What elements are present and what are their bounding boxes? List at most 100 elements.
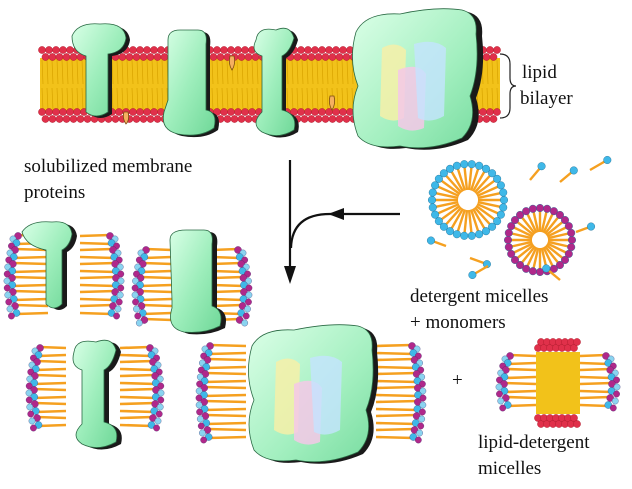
lipid-head	[41, 53, 50, 61]
detergent-head	[452, 230, 461, 239]
lipid-detergent-micelle	[495, 338, 621, 428]
lipid-head	[143, 108, 151, 116]
complex-a-left-belt	[3, 232, 49, 320]
label-solubilized: solubilized membrane	[24, 156, 193, 177]
detergent-head	[467, 160, 476, 169]
lipid-head	[335, 115, 344, 123]
lipid-head	[300, 115, 309, 123]
detergent-head	[510, 255, 519, 264]
detergent-head	[446, 227, 455, 236]
detergent-head	[567, 243, 576, 252]
detergent-head	[522, 264, 531, 273]
lipid-head	[342, 115, 351, 123]
lipid-head	[146, 115, 155, 123]
lipid-head	[45, 108, 53, 116]
lipid-head	[311, 108, 319, 116]
lipid-head	[62, 53, 71, 61]
lipid-head	[318, 108, 326, 116]
detergent-head	[439, 222, 448, 231]
detergent-head	[568, 235, 577, 244]
detergent-head	[496, 210, 505, 219]
lipid-head	[213, 46, 221, 54]
lipid-head	[220, 46, 228, 54]
detergent-monomer	[426, 236, 447, 248]
lipid-head	[332, 46, 340, 54]
detergent-head	[567, 228, 576, 237]
lipid-head	[482, 53, 491, 61]
lipid-head	[66, 46, 74, 54]
bound-lipid-2	[228, 55, 236, 71]
lipid-head	[339, 108, 347, 116]
complex-a-right-belt	[79, 232, 125, 320]
detergent-head	[428, 195, 437, 204]
lipid-head	[237, 115, 246, 123]
detergent-head	[460, 231, 469, 240]
membrane-proteins	[71, 8, 484, 150]
lipid-head	[297, 108, 305, 116]
lipid-head	[139, 53, 148, 61]
mixed-micelle-right-belt	[579, 352, 621, 412]
complex-b-left-belt	[131, 246, 173, 327]
detergent-head	[500, 195, 509, 204]
lipid-head	[227, 46, 235, 54]
lipid-head	[304, 108, 312, 116]
plus-sign: +	[452, 370, 463, 391]
lipid-head	[52, 46, 60, 54]
lipid-head	[482, 115, 491, 123]
lipid-head	[486, 108, 494, 116]
detergent-head	[507, 222, 516, 231]
detergent-monomer	[468, 264, 489, 280]
lipid-head	[489, 53, 498, 61]
detergent-head	[493, 217, 502, 226]
lipid-head	[115, 108, 123, 116]
process-arrow	[284, 160, 400, 284]
lipid-head	[66, 108, 74, 116]
lipid-head	[129, 46, 137, 54]
lipid-head	[244, 53, 253, 61]
complex-b-protein	[169, 229, 222, 333]
lipid-head	[69, 115, 78, 123]
detergent-head	[446, 164, 455, 173]
lipid-head	[339, 46, 347, 54]
detergent-monomer	[559, 166, 578, 183]
lipid-head	[139, 115, 148, 123]
complex-b-right-belt	[211, 246, 253, 327]
detergent-head	[564, 249, 573, 258]
complex-d-yellow-subunit	[274, 358, 300, 435]
complex-a-protein	[21, 221, 73, 309]
complex-c-left-belt	[25, 344, 67, 432]
lipid-head	[314, 115, 323, 123]
protein-4-blue-subunit	[414, 41, 446, 121]
lipid-head	[493, 108, 501, 116]
lipid-head	[230, 115, 239, 123]
detergent-head	[428, 188, 437, 197]
lipid-head	[83, 115, 92, 123]
lipid-head	[125, 53, 134, 61]
detergent-head	[522, 207, 531, 216]
detergent-head	[516, 261, 525, 270]
lipid-head	[293, 53, 302, 61]
detergent-micelles-and-monomers	[426, 155, 612, 281]
complex-d-left-belt	[195, 342, 247, 444]
detergent-head	[561, 216, 570, 225]
detergent-head	[434, 217, 443, 226]
lipid-head	[153, 53, 162, 61]
lipid-head	[332, 108, 340, 116]
detergent-head	[475, 230, 484, 239]
lipid-head	[62, 115, 71, 123]
detergent-head	[431, 210, 440, 219]
mixed-micelle-left-belt	[495, 352, 537, 412]
lipid-head	[335, 53, 344, 61]
lipid-head	[38, 108, 46, 116]
lipid-head	[321, 53, 330, 61]
lipid-head	[73, 108, 81, 116]
detergent-head	[507, 249, 516, 258]
bound-lipids	[122, 55, 336, 125]
lipid-head	[55, 115, 64, 123]
lipid-head	[59, 108, 67, 116]
detergent-head	[528, 267, 537, 276]
detergent-head	[536, 203, 545, 212]
lipid-head	[297, 46, 305, 54]
bound-lipid-3	[328, 95, 336, 111]
